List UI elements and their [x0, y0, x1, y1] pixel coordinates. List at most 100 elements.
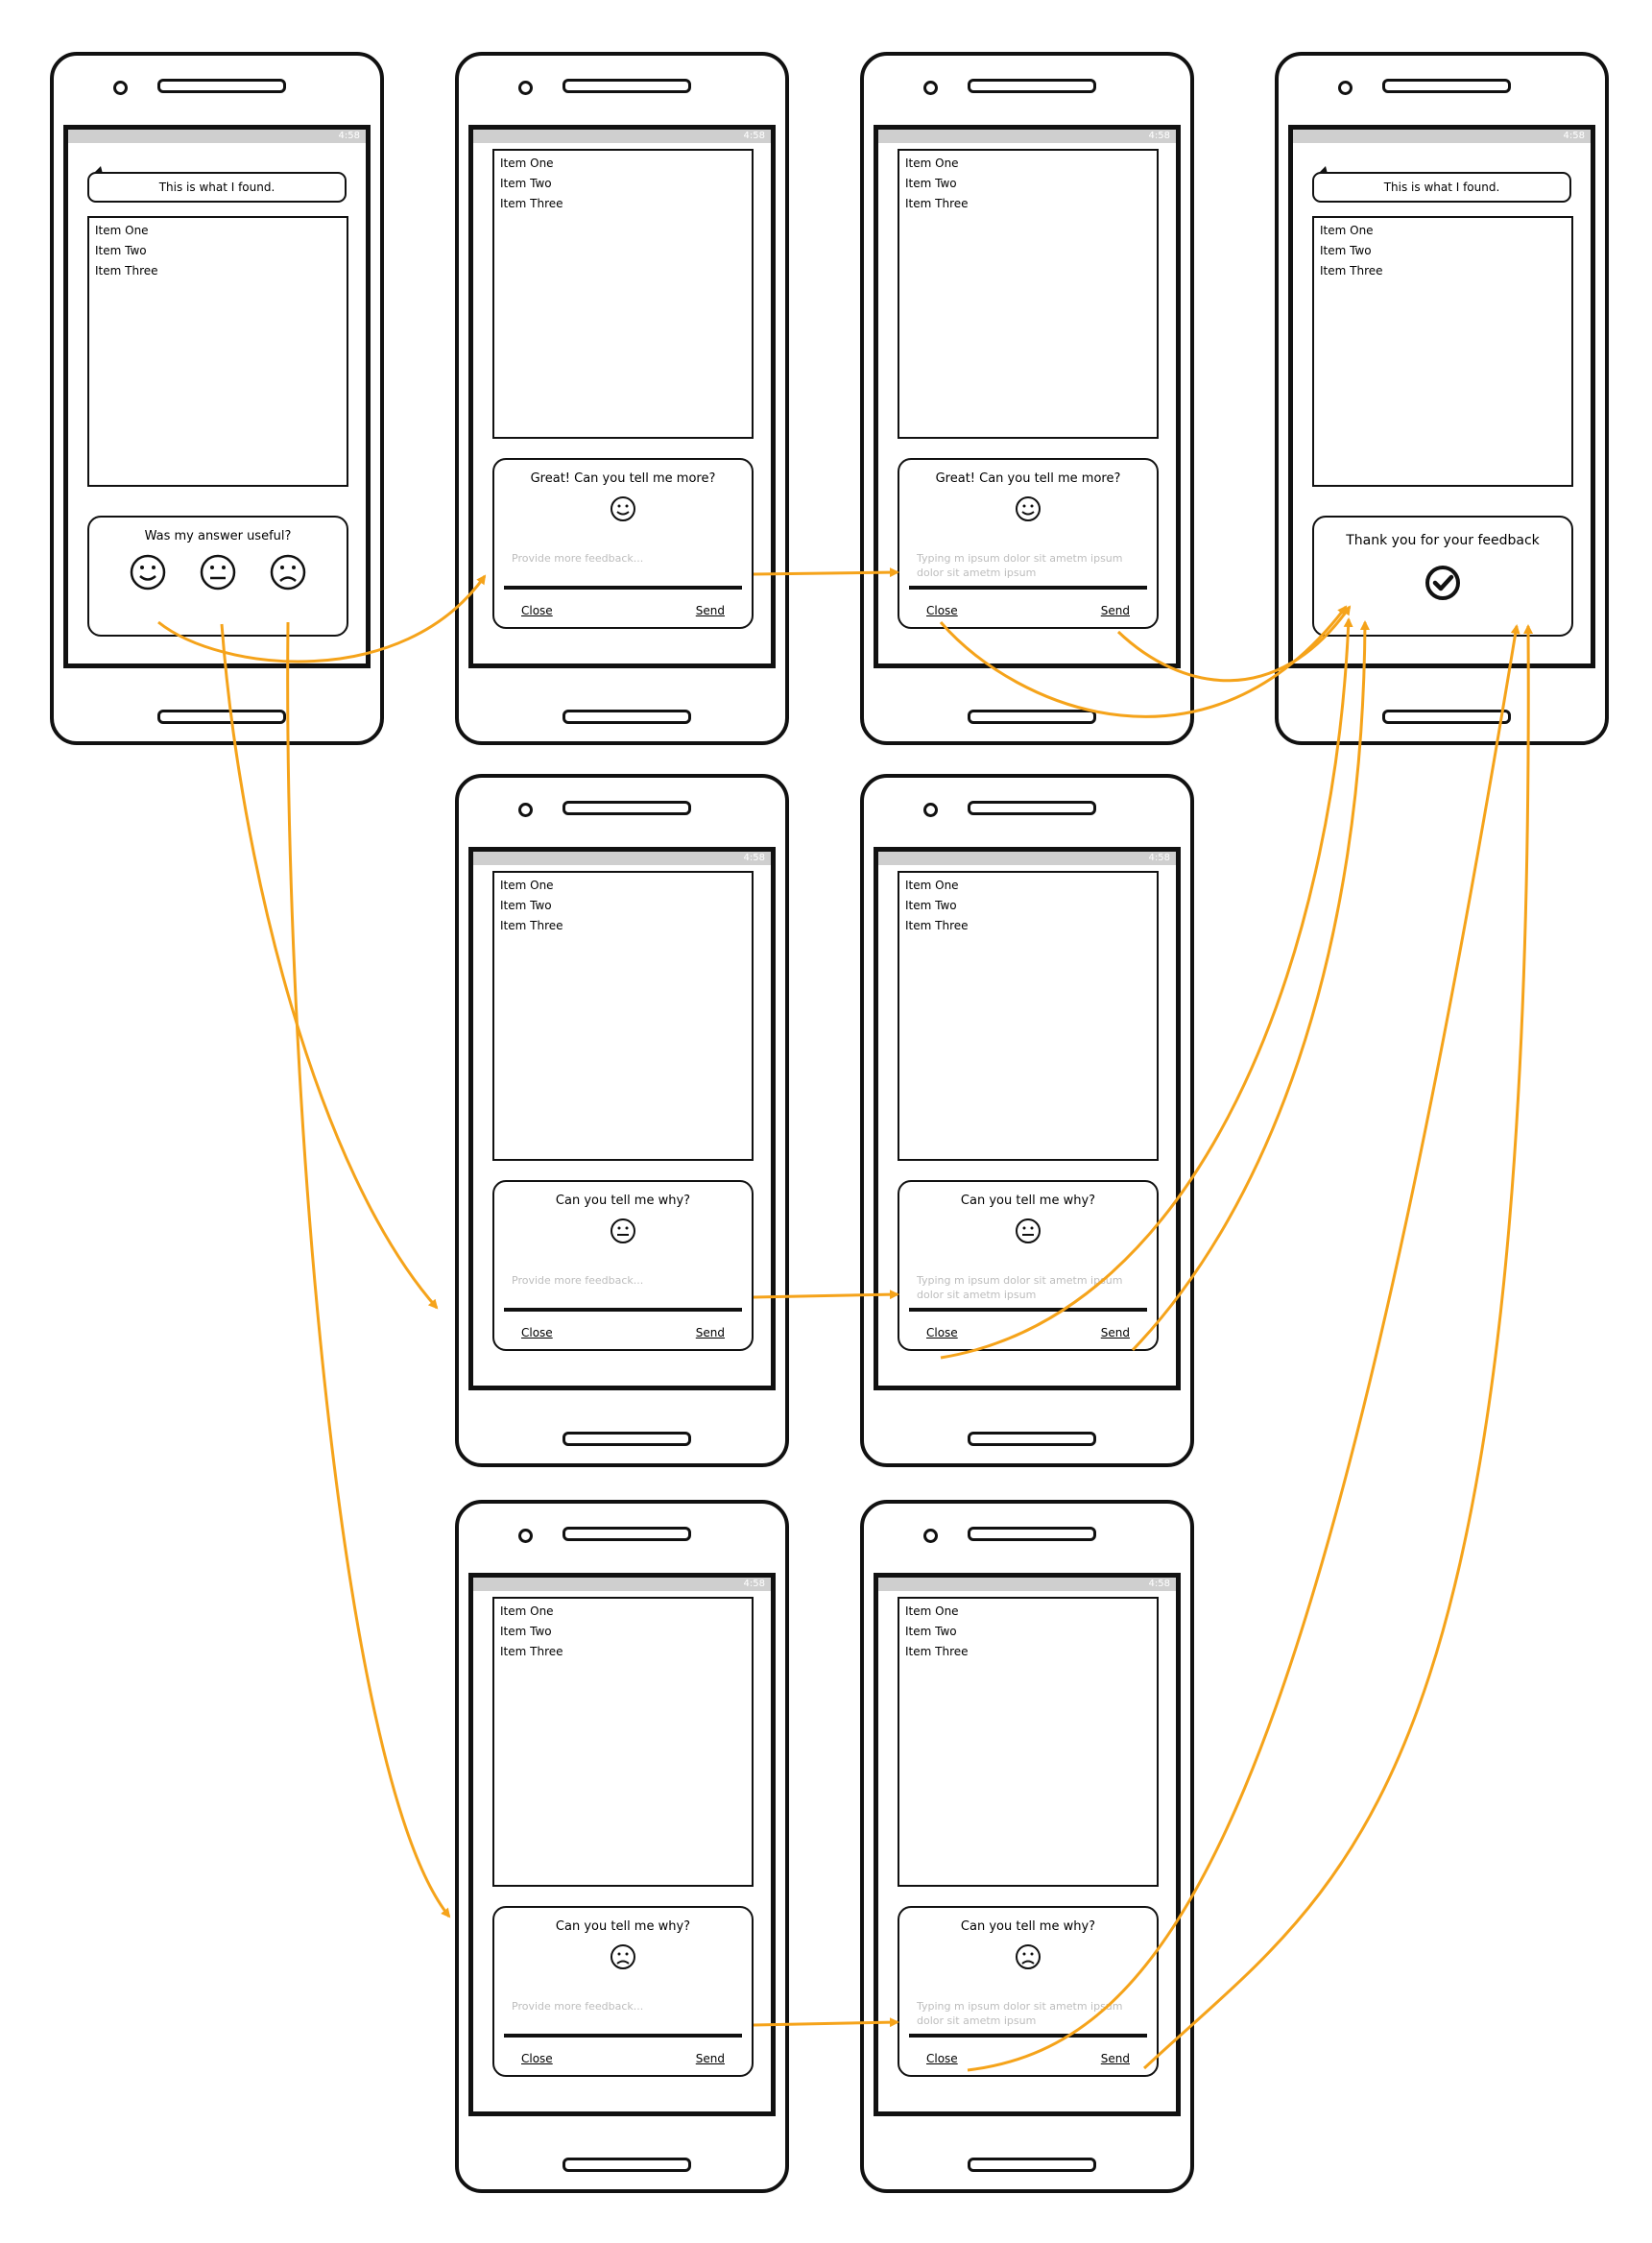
list-item[interactable]: Item One [500, 1604, 554, 1618]
list-item[interactable]: Item One [905, 1604, 959, 1618]
status-time: 4:58 [1563, 131, 1585, 141]
send-button[interactable]: Send [695, 1326, 725, 1339]
close-button[interactable]: Close [521, 2052, 553, 2065]
status-time: 4:58 [1148, 1579, 1170, 1589]
feedback-card: Great! Can you tell me more?Provide more… [492, 458, 754, 629]
feedback-input[interactable]: Typing m ipsum dolor sit ametm ipsum dol… [909, 1273, 1147, 1312]
home-button[interactable] [563, 710, 691, 724]
camera-icon [113, 81, 128, 95]
feedback-input[interactable]: Typing m ipsum dolor sit ametm ipsum dol… [909, 1999, 1147, 2038]
phone-screen: 4:58 This is what I found. Item One Item… [1288, 125, 1595, 668]
neutral-face-icon[interactable] [199, 553, 237, 591]
list-item[interactable]: Item Three [905, 919, 969, 932]
sad-face-icon[interactable] [269, 553, 307, 591]
home-button[interactable] [968, 1432, 1096, 1446]
status-bar: 4:58 [473, 1578, 771, 1591]
list-item[interactable]: Item Two [905, 899, 957, 912]
close-button[interactable]: Close [926, 1326, 958, 1339]
happy-face-icon [611, 496, 635, 521]
home-button[interactable] [968, 710, 1096, 724]
list-item[interactable]: Item Two [500, 1625, 552, 1638]
close-button[interactable]: Close [521, 604, 553, 617]
feedback-card: Can you tell me why?Typing m ipsum dolor… [898, 1180, 1159, 1351]
camera-icon [923, 1529, 938, 1543]
status-time: 4:58 [743, 1579, 765, 1589]
home-button[interactable] [968, 2158, 1096, 2172]
rating-card: Was my answer useful? [87, 516, 348, 637]
sad-face-icon [611, 1944, 635, 1969]
feedback-card: Can you tell me why? Typing m ipsum dolor… [898, 1906, 1159, 2077]
arrow-sad-to-why [286, 621, 451, 1918]
list-item[interactable]: Item Two [95, 244, 147, 257]
happy-face-icon[interactable] [129, 553, 167, 591]
list-item[interactable]: Item Three [905, 1645, 969, 1658]
status-time: 4:58 [743, 853, 765, 863]
camera-icon [518, 1529, 533, 1543]
camera-icon [923, 803, 938, 817]
close-button[interactable]: Close [926, 604, 958, 617]
list-item[interactable]: Item Three [500, 197, 563, 210]
bubble-tail [1318, 166, 1328, 174]
feedback-card: Great! Can you tell me more? Typing m ips… [898, 458, 1159, 629]
speaker-icon [1382, 79, 1511, 93]
speaker-icon [563, 79, 691, 93]
phone-thanks: 4:58 This is what I found. Item One Item… [1275, 52, 1609, 745]
list-item[interactable]: Item Three [500, 919, 563, 932]
arrow-send-row3 [1142, 624, 1534, 2070]
list-item[interactable]: Item One [500, 879, 554, 892]
feedback-prompt: Great! Can you tell me more? [935, 471, 1121, 486]
send-button[interactable]: Send [695, 604, 725, 617]
home-button[interactable] [563, 1432, 691, 1446]
list-item[interactable]: Item Two [500, 899, 552, 912]
send-button[interactable]: Send [695, 2052, 725, 2065]
list-item[interactable]: Item One [1320, 224, 1374, 237]
home-button[interactable] [563, 2158, 691, 2172]
list-item[interactable]: Item Three [500, 1645, 563, 1658]
speaker-icon [968, 1527, 1096, 1541]
list-item[interactable]: Item One [500, 157, 554, 170]
list-item[interactable]: Item Three [95, 264, 158, 277]
feedback-input[interactable]: Provide more feedback... [504, 551, 742, 590]
list-item[interactable]: Item One [905, 879, 959, 892]
list-item[interactable]: Item Three [1320, 264, 1383, 277]
status-time: 4:58 [1148, 131, 1170, 141]
list-item[interactable]: Item Two [905, 177, 957, 190]
list-item[interactable]: Item Two [1320, 244, 1372, 257]
close-button[interactable]: Close [926, 2052, 958, 2065]
list-item[interactable]: Item Two [905, 1625, 957, 1638]
thanks-card: Thank you for your feedback [1312, 516, 1573, 637]
status-time: 4:58 [743, 131, 765, 141]
list-item[interactable]: Item Three [905, 197, 969, 210]
speaker-icon [563, 801, 691, 815]
feedback-prompt: Can you tell me why? [960, 1919, 1096, 1934]
send-button[interactable]: Send [1100, 2052, 1130, 2065]
send-button[interactable]: Send [1100, 604, 1130, 617]
list-item[interactable]: Item Two [500, 177, 552, 190]
feedback-card: Can you tell me why?Provide more feedbac… [492, 1180, 754, 1351]
list-item[interactable]: Item One [95, 224, 149, 237]
happy-face-icon [1016, 496, 1041, 521]
home-button[interactable] [157, 710, 286, 724]
feedback-input[interactable]: Typing m ipsum dolor sit ametm ipsum dol… [909, 551, 1147, 590]
feedback-input[interactable]: Provide more feedback... [504, 1273, 742, 1312]
close-button[interactable]: Close [521, 1326, 553, 1339]
status-bar: 4:58 [878, 852, 1176, 865]
home-button[interactable] [1382, 710, 1511, 724]
feedback-input[interactable]: Provide more feedback... [504, 1999, 742, 2038]
send-button[interactable]: Send [1100, 1326, 1130, 1339]
status-time: 4:58 [338, 131, 360, 141]
list-item[interactable]: Item One [905, 157, 959, 170]
phone-screen: 4:58 This is what I found. Item One Item… [63, 125, 371, 668]
status-bar: 4:58 [878, 130, 1176, 143]
